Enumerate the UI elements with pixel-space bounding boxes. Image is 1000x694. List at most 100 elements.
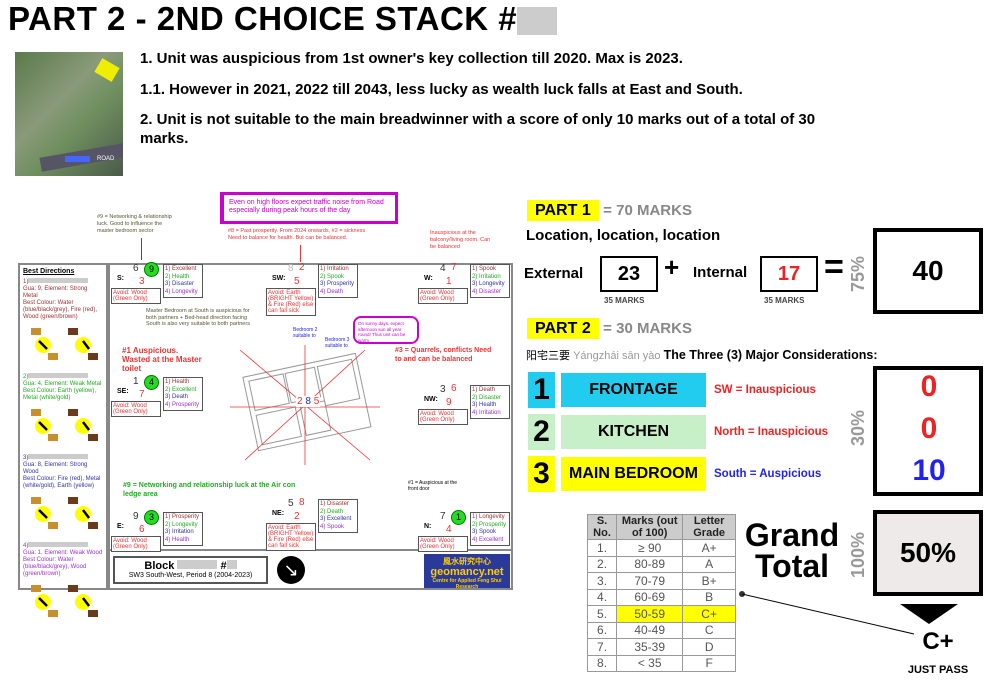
quality-item: 3) Longevity bbox=[472, 281, 505, 287]
part2-heading: The Three (3) Major Considerations: bbox=[663, 348, 878, 362]
water-star: 6 bbox=[451, 383, 457, 394]
mountain-star: 7 bbox=[440, 511, 446, 522]
item-gua: Gua: 1, Element: Weak Wood bbox=[23, 550, 103, 556]
quality-item: 4) Death bbox=[320, 288, 344, 295]
annotation-bedroom2: Bedroom 2 suitable to bbox=[293, 327, 318, 339]
period-star: 5 bbox=[294, 276, 300, 287]
external-score: 23 bbox=[600, 256, 658, 292]
item-colour: Best Colour: Fire (red), Metal (white/go… bbox=[23, 476, 101, 489]
consideration-note: SW = Inauspicious bbox=[714, 384, 816, 396]
grade-cell: 8. bbox=[586, 654, 618, 672]
bed-arrangement-diagram bbox=[31, 585, 98, 617]
grade-cell: 40-49 bbox=[616, 621, 684, 639]
final-verdict: JUST PASS bbox=[907, 664, 969, 676]
grade-cell: F bbox=[682, 654, 736, 672]
consideration-note: South = Auspicious bbox=[714, 468, 822, 480]
mountain-star: 5 bbox=[288, 498, 294, 509]
part2-heading-line: 阳宅三要 Yángzhái sān yào The Three (3) Majo… bbox=[526, 347, 878, 363]
annotation-sun-cloud: On sunny days, expect afternoon sun all … bbox=[353, 316, 419, 344]
grade-cell: 4. bbox=[586, 588, 618, 606]
sector-nw: NW: 3 6 9 Avoid: Wood (Green Only) 1) De… bbox=[418, 383, 519, 444]
item-number: 2) bbox=[23, 374, 29, 380]
internal-label: Internal bbox=[693, 264, 748, 281]
logo-chinese: 風水研究中心 bbox=[443, 557, 491, 566]
mountain-star: 8 bbox=[288, 263, 294, 274]
item-colour: Best Colour: Earth (yellow), Metal (whit… bbox=[23, 388, 97, 401]
grade-cell: ≥ 90 bbox=[616, 539, 684, 557]
center-star-c: 5 bbox=[313, 396, 320, 407]
center-stars: 2 8 5 bbox=[296, 396, 321, 407]
part2-chinese: 阳宅三要 bbox=[526, 350, 570, 362]
item-colour: Best Colour: Water (blue/black/grey), Wo… bbox=[23, 557, 87, 577]
grade-cell: B bbox=[682, 588, 736, 606]
consideration-label: MAIN BEDROOM bbox=[561, 457, 706, 491]
water-star: 1 bbox=[451, 510, 466, 525]
grade-cell: 5. bbox=[586, 605, 618, 623]
quality-item: 1) Health bbox=[165, 379, 190, 385]
consideration-score: 10 bbox=[912, 454, 946, 487]
grade-cell: 7. bbox=[586, 638, 618, 656]
facing-arrow-icon: ↘ bbox=[277, 556, 305, 584]
mountain-star: 4 bbox=[440, 263, 446, 274]
block-period: SW3 South-West, Period 8 (2004-2023) bbox=[128, 572, 253, 579]
annotation-se1: #1 Auspicious. Wasted at the Master toil… bbox=[122, 346, 202, 373]
quality-item: 3) Health bbox=[472, 402, 497, 408]
block-label: Block bbox=[144, 560, 175, 572]
avoid-box: Avoid: Wood (Green Only) bbox=[418, 288, 468, 304]
annotation-nw3: #3 = Quarrels, conflicts Need to and can… bbox=[395, 347, 492, 363]
period-star: 4 bbox=[446, 524, 452, 535]
quality-item: 3) Disaster bbox=[165, 281, 195, 287]
quality-item: 4) Irritation bbox=[472, 409, 501, 416]
sector-n: N: 7 1 4 Avoid: Wood (Green Only) 1) Lon… bbox=[418, 510, 519, 571]
mountain-star: 3 bbox=[440, 384, 446, 395]
aerial-photo: ROAD bbox=[15, 52, 123, 176]
annotation-w: Inauspicious at the balcony/living room.… bbox=[430, 230, 491, 250]
note-1-1: 1.1. However in 2021, 2022 till 2043, le… bbox=[140, 81, 743, 98]
period-star: 2 bbox=[294, 511, 300, 522]
sector-direction: NW: bbox=[424, 396, 438, 403]
sector-direction: S: bbox=[117, 275, 124, 282]
part2-marks: = 30 MARKS bbox=[603, 320, 692, 337]
period-star: 6 bbox=[139, 524, 145, 535]
quality-item: 4) Longevity bbox=[165, 288, 198, 295]
sector-direction: N: bbox=[424, 523, 432, 530]
block-hash: # bbox=[220, 560, 227, 572]
quality-item: 4) Prosperity bbox=[165, 401, 200, 408]
bed-arrangement-diagram bbox=[31, 497, 98, 529]
part1-header: PART 1 = 70 MARKS bbox=[527, 200, 692, 221]
grade-cell: 80-89 bbox=[616, 555, 684, 573]
quality-item: 2) Death bbox=[320, 508, 344, 515]
grade-cell: A bbox=[682, 555, 736, 573]
part1-marks: = 70 MARKS bbox=[603, 202, 692, 219]
part2-weight: 30% bbox=[848, 409, 868, 446]
quality-item: 3) Prosperity bbox=[320, 281, 355, 287]
grade-cell: 70-79 bbox=[616, 572, 684, 590]
avoid-box: Avoid: Wood (Green Only) bbox=[111, 536, 161, 552]
quality-item: 2) Prosperity bbox=[472, 521, 507, 528]
annotation-s9: #9 = Networking & relationship luck. Goo… bbox=[97, 214, 172, 234]
sector-direction: NE: bbox=[272, 510, 285, 517]
annotation-bedroom3: Bedroom 3 suitable to bbox=[325, 337, 350, 349]
sector-direction: SE: bbox=[117, 388, 129, 395]
quality-item: 4) Disaster bbox=[472, 288, 502, 295]
part1-total: 40 bbox=[873, 228, 983, 314]
bed-arrangement-diagram bbox=[31, 409, 98, 441]
grade-cell: B+ bbox=[682, 572, 736, 590]
water-star: 3 bbox=[144, 510, 159, 525]
part2-header: PART 2 = 30 MARKS bbox=[527, 318, 692, 339]
water-star: 4 bbox=[144, 375, 159, 390]
quality-item: 3) Excellent bbox=[320, 516, 352, 522]
grade-cell: C+ bbox=[682, 605, 736, 623]
note-1: 1. Unit was auspicious from 1st owner's … bbox=[140, 50, 683, 67]
annotation-e9: #9 = Networking and relationship luck at… bbox=[123, 482, 296, 498]
